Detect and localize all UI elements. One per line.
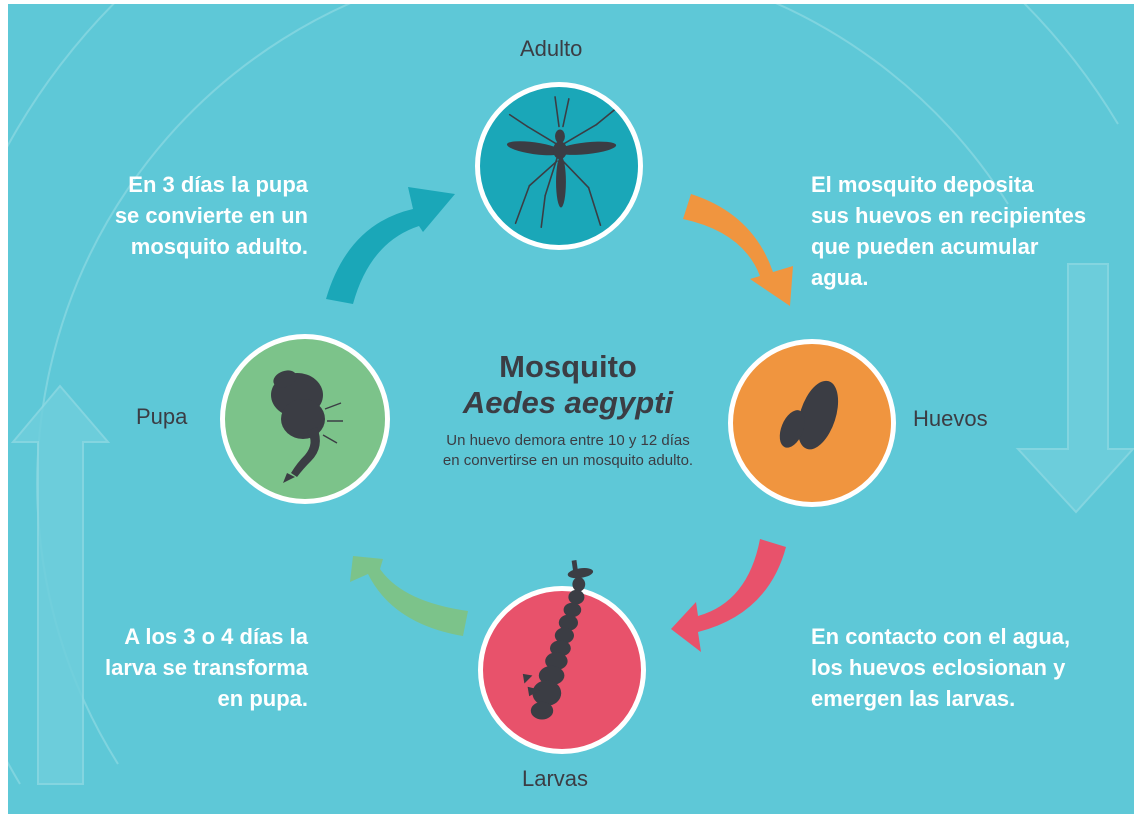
bg-arrowhead-left [10,384,111,785]
pupa-circle [220,334,390,504]
larva-icon [522,560,594,720]
desc-adulto-to-huevos: El mosquito deposita sus huevos en recip… [811,169,1111,293]
arrow-larvas-to-pupa [350,556,468,636]
center-title-block: Mosquito Aedes aegypti Un huevo demora e… [388,349,748,471]
eggs-icon [779,380,839,450]
desc-line: sus huevos en recipientes [811,203,1087,228]
diagram-title: Mosquito [499,349,637,384]
arrow-pupa-to-adulto [326,187,455,304]
desc-line: en pupa. [217,686,308,711]
desc-line: A los 3 o 4 días la [124,624,308,649]
stage-label-pupa: Pupa [136,404,188,429]
desc-huevos-to-larvas: En contacto con el agua, los huevos eclo… [811,621,1111,714]
bg-arrowhead-right [1015,263,1134,514]
note-line: en convertirse en un mosquito adulto. [442,452,694,469]
desc-line: larva se transforma [105,655,308,680]
desc-line: En contacto con el agua, [811,624,1071,649]
pupa-icon [271,370,343,483]
desc-line: mosquito adulto. [130,234,308,259]
arrow-huevos-to-larvas [671,539,786,652]
development-note: Un huevo demora entre 10 y 12 días en co… [388,431,748,471]
background-cycle-ring [8,4,1134,785]
mosquito-icon [506,96,620,229]
desc-larvas-to-pupa: A los 3 o 4 días la larva se transforma … [68,621,308,714]
desc-line: emergen las larvas. [811,686,1016,711]
desc-pupa-to-adulto: En 3 días la pupa se convierte en un mos… [68,169,308,262]
desc-line: El mosquito deposita [811,172,1034,197]
lifecycle-diagram: Adulto Huevos Larvas [8,4,1134,814]
huevos-circle [728,339,896,507]
adulto-circle [475,82,643,250]
species-name: Aedes aegypti [462,385,674,420]
stage-label-larvas: Larvas [522,766,589,791]
stage-label-huevos: Huevos [913,406,988,431]
desc-line: se convierte en un [114,203,308,228]
desc-line: los huevos eclosionan y [811,655,1066,680]
note-line: Un huevo demora entre 10 y 12 días [446,432,690,449]
arrow-adulto-to-huevos [683,194,793,306]
desc-line: En 3 días la pupa [128,172,308,197]
desc-line: agua. [811,265,869,290]
desc-line: que pueden acumular [811,234,1039,259]
stage-label-adulto: Adulto [520,36,583,61]
